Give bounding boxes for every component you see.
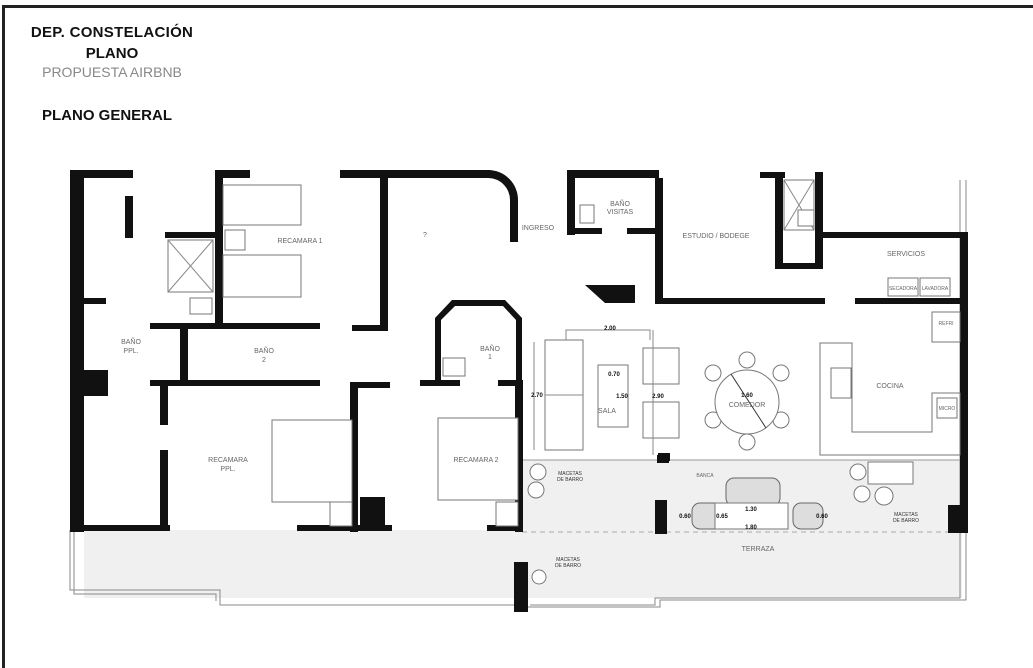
label-macetas-3a: MACETAS — [556, 557, 580, 563]
label-sala: SALA — [598, 408, 616, 415]
label-micro: MICRO — [939, 406, 956, 412]
label-recamara-2: RECAMARA 2 — [453, 457, 498, 464]
label-macetas-1a: MACETAS — [558, 471, 582, 477]
label-lavadora: LAVADORA — [922, 286, 949, 292]
label-bano-2-1: BAÑO — [254, 346, 274, 355]
label-macetas-2a: MACETAS — [894, 512, 918, 518]
dim-sala-depth: 2.90 — [652, 394, 664, 400]
label-recamara-ppl-1: RECAMARA — [208, 457, 248, 464]
dim-table-width: 0.70 — [608, 372, 620, 378]
dimension-labels: 2.00 2.70 0.70 1.50 2.90 1.60 1.30 1.80 … — [531, 326, 828, 531]
furniture — [167, 179, 961, 585]
label-bano-visitas-2: VISITAS — [607, 209, 634, 216]
dim-banca-right: 0.60 — [816, 514, 828, 520]
label-bano-1-1: BAÑO — [480, 344, 500, 353]
label-estudio: ESTUDIO / BODEGE — [683, 233, 750, 240]
dim-banca-total: 1.80 — [745, 525, 757, 531]
label-bano-visitas-1: BAÑO — [610, 199, 630, 208]
dim-comedor-diameter: 1.60 — [741, 393, 753, 399]
label-macetas-2b: DE BARRO — [893, 518, 919, 524]
label-servicios: SERVICIOS — [887, 251, 925, 258]
dim-banca-inner: 1.30 — [745, 507, 757, 513]
drawing-frame — [2, 5, 1033, 668]
label-bano-ppl-1: BAÑO — [121, 337, 141, 346]
dim-sala-width: 2.00 — [604, 326, 616, 332]
dim-sofa-length: 2.70 — [531, 393, 543, 399]
label-banca: BANCA — [696, 473, 714, 479]
label-bano-2-2: 2 — [262, 357, 266, 364]
document-type: PLANO — [85, 45, 139, 62]
label-recamara-ppl-2: PPL. — [220, 466, 235, 473]
label-unknown-room: ? — [423, 232, 427, 239]
room-labels: RECAMARA 1 ? INGRESO BAÑO VISITAS ESTUDI… — [121, 199, 955, 569]
label-ingreso: INGRESO — [522, 225, 555, 232]
label-comedor: COMEDOR — [729, 402, 766, 409]
walls — [70, 170, 968, 612]
label-terraza: TERRAZA — [742, 546, 775, 553]
dim-banca-mid: 0.65 — [716, 514, 728, 520]
label-secadora: SECADORA — [889, 286, 918, 292]
label-bano-ppl-2: PPL. — [123, 348, 138, 355]
project-title: DEP. CONSTELACIÓN — [30, 24, 194, 41]
subtitle: PROPUESTA AIRBNB — [42, 64, 182, 80]
title-block: DEP. CONSTELACIÓN PLANO PROPUESTA AIRBNB — [22, 24, 202, 80]
label-refri: REFRI — [939, 321, 954, 327]
label-macetas-1b: DE BARRO — [557, 477, 583, 483]
dim-table-length: 1.50 — [616, 394, 628, 400]
label-cocina: COCINA — [876, 383, 904, 390]
label-recamara-1: RECAMARA 1 — [277, 238, 322, 245]
section-title: PLANO GENERAL — [42, 107, 173, 124]
dim-banca-left: 0.60 — [679, 514, 691, 520]
label-bano-1-2: 1 — [488, 354, 492, 361]
label-macetas-3b: DE BARRO — [555, 563, 581, 569]
